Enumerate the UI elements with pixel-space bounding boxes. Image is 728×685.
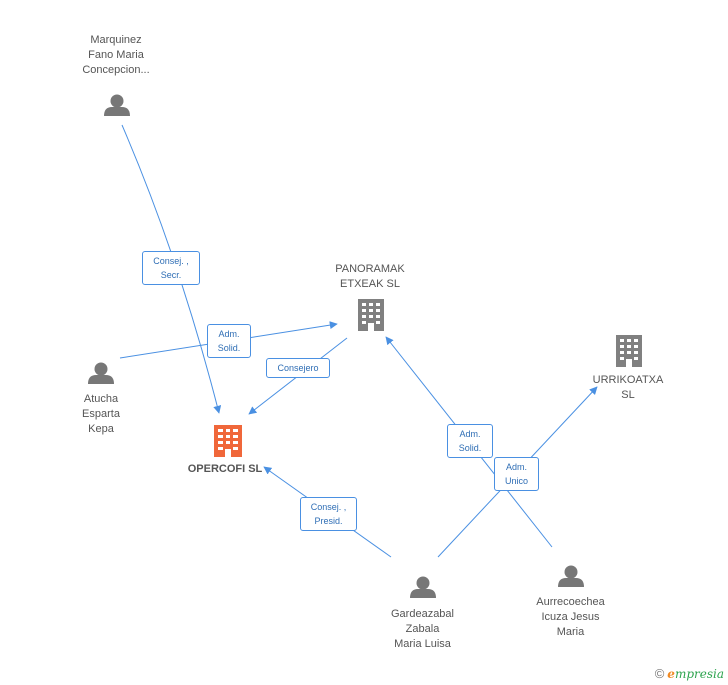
person-icon[interactable] [88,362,114,385]
building-icon[interactable] [214,425,242,457]
node-label-marquinez[interactable]: Marquinez Fano Maria Concepcion... [82,34,150,76]
edge-label-adm-solid-aurrecoechea[interactable]: Adm. Solid. [447,424,493,458]
edge-label-consejero[interactable]: Consejero [266,358,330,378]
person-icon[interactable] [104,94,130,117]
node-label-urrikoatxa[interactable]: URRIKOATXA SL [592,374,664,401]
node-label-panoramak[interactable]: PANORAMAK ETXEAK SL [335,263,405,290]
node-label-gardeazabal[interactable]: Gardeazabal Zabala Maria Luisa [391,608,454,650]
node-label-atucha[interactable]: Atucha Esparta Kepa [82,393,120,435]
node-label-aurrecoechea[interactable]: Aurrecoechea Icuza Jesus Maria [536,596,605,638]
edge-label-consej-secr[interactable]: Consej. , Secr. [142,251,200,285]
building-icon[interactable] [616,335,642,367]
brand-logo: empresia [667,667,724,681]
edge-label-consej-presid[interactable]: Consej. , Presid. [300,497,357,531]
person-icon[interactable] [558,565,584,588]
copyright-symbol: © [654,666,665,681]
node-label-opercofi[interactable]: OPERCOFI SL [187,463,263,475]
watermark: ©empresia [655,666,724,681]
edge-label-adm-solid-atucha[interactable]: Adm. Solid. [207,324,251,358]
edge-label-adm-unico[interactable]: Adm. Unico [494,457,539,491]
building-icon[interactable] [358,299,384,331]
person-icon[interactable] [410,576,436,599]
